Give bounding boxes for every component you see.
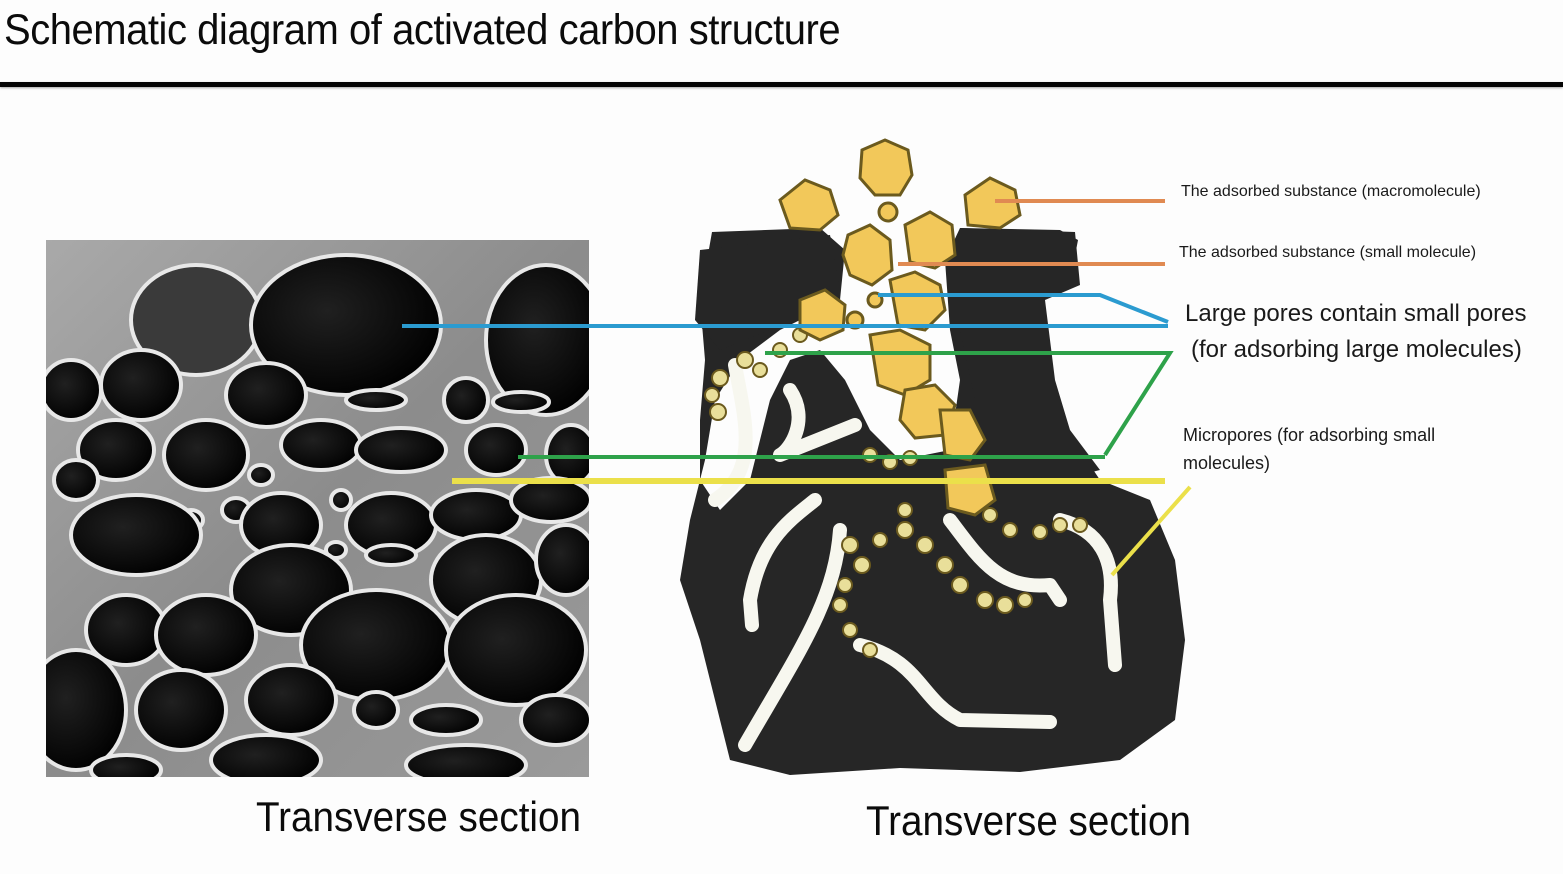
label-large-pores: Large pores contain small pores [1185,300,1527,327]
caption-schematic-section: Transverse section [866,797,1191,844]
label-small-molecule: The adsorbed substance (small molecule) [1179,244,1477,261]
macromolecule-blobs [778,138,1022,517]
large-pores-leader-upper [878,293,1169,324]
sem-pore-texture [46,240,589,777]
carbon-matrix [680,228,1185,775]
label-macromolecule: The adsorbed substance (macromolecule) [1181,183,1481,200]
title-divider [0,82,1563,87]
pore-channels [708,358,1122,752]
small-molecule-beads [704,311,1088,658]
large-molecule-pore-leader-upper [765,351,1174,457]
label-large-molecules: (for adsorbing large molecules) [1191,336,1522,363]
sem-micrograph [46,240,589,777]
micropores-leader-diagonal [1110,485,1192,577]
label-micropores: Micropores (for adsorbing small molecule… [1183,425,1436,473]
caption-sem-section: Transverse section [256,793,581,840]
page-title: Schematic diagram of activated carbon st… [4,6,841,54]
